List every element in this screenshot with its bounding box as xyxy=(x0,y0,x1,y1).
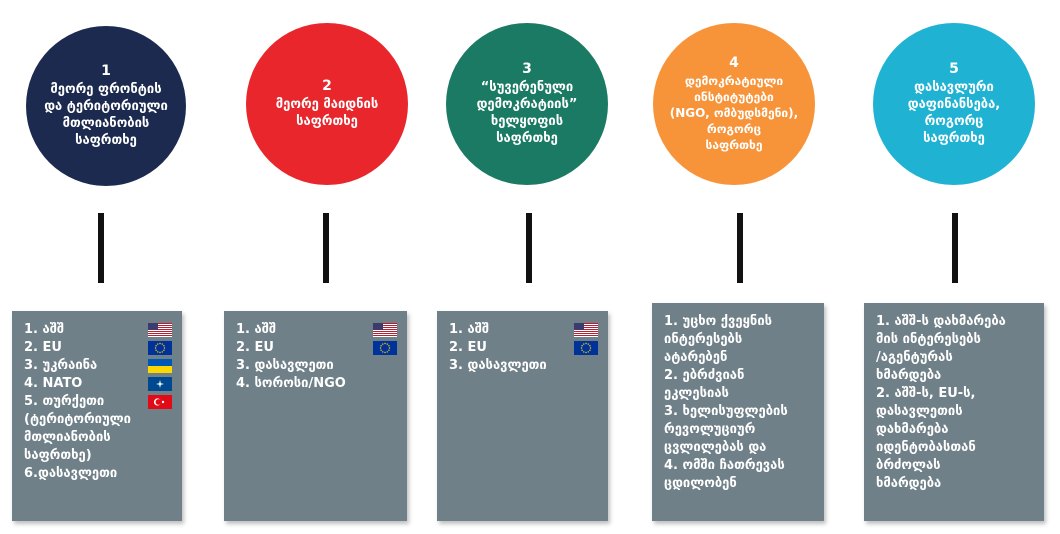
actor-label: 2. EU xyxy=(24,340,62,355)
threat-title: დემოკრატიული ინსტიტუტები (NGO, ომბუდსმენ… xyxy=(669,74,799,152)
eu-flag-icon xyxy=(373,341,397,355)
connector-line xyxy=(952,213,958,283)
actor-label: 5. თურქეთი xyxy=(24,394,105,409)
actor-label: 2. EU xyxy=(449,340,487,355)
actor-list-item: 2. EU xyxy=(236,339,397,357)
actor-list-item: 3. დასავლეთი xyxy=(236,357,397,375)
actor-list-item: 1. აშშ-ს დახმარება მის ინტერესებს /აგენტ… xyxy=(876,313,1034,385)
actor-list-item: (ტერიტორიული მთლიანობის საფრთხე) xyxy=(24,411,172,465)
actors-box-5: 1. აშშ-ს დახმარება მის ინტერესებს /აგენტ… xyxy=(864,303,1044,521)
actor-list-item: 4. NATO xyxy=(24,375,172,393)
actor-label: 1. აშშ xyxy=(24,322,65,337)
actor-list-item: 3. დასავლეთი xyxy=(449,357,598,375)
actor-list-item: 1. აშშ xyxy=(24,321,172,339)
actor-list-item: 6.დასავლეთი xyxy=(24,465,172,483)
threat-number: 5 xyxy=(949,61,959,77)
actor-label: (ტერიტორიული მთლიანობის საფრთხე) xyxy=(24,412,131,463)
connector-line xyxy=(323,213,329,283)
actor-list-item: 2. EU xyxy=(449,339,598,357)
eu-flag-icon xyxy=(574,341,598,355)
threat-title: “სუვერენული დემოკრატიის” ხელყოფის საფრთხ… xyxy=(476,80,578,146)
usa-flag-icon xyxy=(574,323,598,337)
actor-label: 1. უცხო ქვეყნის ინტერესებს ატარებენ xyxy=(664,314,773,365)
actor-list-item: 4. სოროსი/NGO xyxy=(236,375,397,393)
connector-line xyxy=(98,213,104,283)
actor-label: 2. ებრძვიან ეკლესიას xyxy=(664,368,745,401)
actor-label: 4. ომში ჩათრევას ცდილობენ xyxy=(664,458,785,491)
actor-label: 3. დასავლეთი xyxy=(236,358,334,373)
actor-list-item: 5. თურქეთი xyxy=(24,393,172,411)
actor-label: 2. EU xyxy=(236,340,274,355)
nato-flag-icon xyxy=(148,377,172,391)
actor-list-item: 2. აშშ-ს, EU-ს, დასავლეთის დახმარება იდე… xyxy=(876,385,1034,493)
column-1: 1 მეორე ფრონტის და ტერიტორიული მთლიანობი… xyxy=(0,0,210,534)
actor-label: 2. აშშ-ს, EU-ს, დასავლეთის დახმარება იდე… xyxy=(876,386,976,491)
threat-circle-5: 5 დასავლური დაფინანსება, როგორც საფრთხე xyxy=(873,23,1035,185)
actor-label: 3. ხელისუფლების რევოლუციურ ცვლილებას და xyxy=(664,404,788,455)
column-4: 4 დემოკრატიული ინსტიტუტები (NGO, ომბუდსმ… xyxy=(630,0,840,534)
actor-label: 4. NATO xyxy=(24,376,83,391)
actor-list-item: 3. უკრაინა xyxy=(24,357,172,375)
actor-list-item: 1. უცხო ქვეყნის ინტერესებს ატარებენ xyxy=(664,313,814,367)
connector-line xyxy=(526,213,532,283)
threat-circle-4: 4 დემოკრატიული ინსტიტუტები (NGO, ომბუდსმ… xyxy=(653,23,815,185)
actor-label: 1. აშშ-ს დახმარება მის ინტერესებს /აგენტ… xyxy=(876,314,1006,383)
actor-label: 3. დასავლეთი xyxy=(449,358,547,373)
threat-circle-1: 1 მეორე ფრონტის და ტერიტორიული მთლიანობი… xyxy=(26,26,186,186)
connector-line xyxy=(737,213,743,283)
threat-number: 2 xyxy=(322,78,332,94)
threat-title: მეორე მაიდნის საფრთხე xyxy=(275,97,379,129)
actor-label: 3. უკრაინა xyxy=(24,358,98,373)
ukraine-flag-icon xyxy=(148,359,172,373)
actor-list-item: 1. აშშ xyxy=(449,321,598,339)
actor-label: 1. აშშ xyxy=(236,322,277,337)
actors-box-2: 1. აშშ 2. EU 3. დასავლეთი 4. სოროსი/NGO xyxy=(224,311,407,521)
threat-number: 1 xyxy=(101,63,111,79)
threat-number: 4 xyxy=(729,55,739,71)
actor-list-item: 1. აშშ xyxy=(236,321,397,339)
actor-list-item: 2. EU xyxy=(24,339,172,357)
actors-box-1: 1. აშშ 2. EU 3. უკრაინა 4. NATO 5. თურქეთი (ტ… xyxy=(12,311,182,521)
column-2: 2 მეორე მაიდნის საფრთხე 1. აშშ 2. EU 3. და… xyxy=(210,0,420,534)
actor-label: 4. სოროსი/NGO xyxy=(236,376,346,391)
usa-flag-icon xyxy=(373,323,397,337)
threat-circle-3: 3 “სუვერენული დემოკრატიის” ხელყოფის საფრ… xyxy=(446,23,608,185)
threat-number: 3 xyxy=(522,61,532,77)
actor-list-item: 2. ებრძვიან ეკლესიას xyxy=(664,367,814,403)
column-3: 3 “სუვერენული დემოკრატიის” ხელყოფის საფრ… xyxy=(420,0,630,534)
usa-flag-icon xyxy=(148,323,172,337)
actor-list-item: 4. ომში ჩათრევას ცდილობენ xyxy=(664,457,814,493)
actor-label: 1. აშშ xyxy=(449,322,490,337)
threat-title: მეორე ფრონტის და ტერიტორიული მთლიანობის … xyxy=(44,82,168,148)
threat-title: დასავლური დაფინანსება, როგორც საფრთხე xyxy=(907,80,1001,146)
column-5: 5 დასავლური დაფინანსება, როგორც საფრთხე … xyxy=(840,0,1060,534)
eu-flag-icon xyxy=(148,341,172,355)
threat-circle-2: 2 მეორე მაიდნის საფრთხე xyxy=(246,23,408,185)
actor-label: 6.დასავლეთი xyxy=(24,466,118,481)
actors-box-3: 1. აშშ 2. EU 3. დასავლეთი xyxy=(437,311,608,521)
turkey-flag-icon xyxy=(148,395,172,409)
actor-list-item: 3. ხელისუფლების რევოლუციურ ცვლილებას და xyxy=(664,403,814,457)
